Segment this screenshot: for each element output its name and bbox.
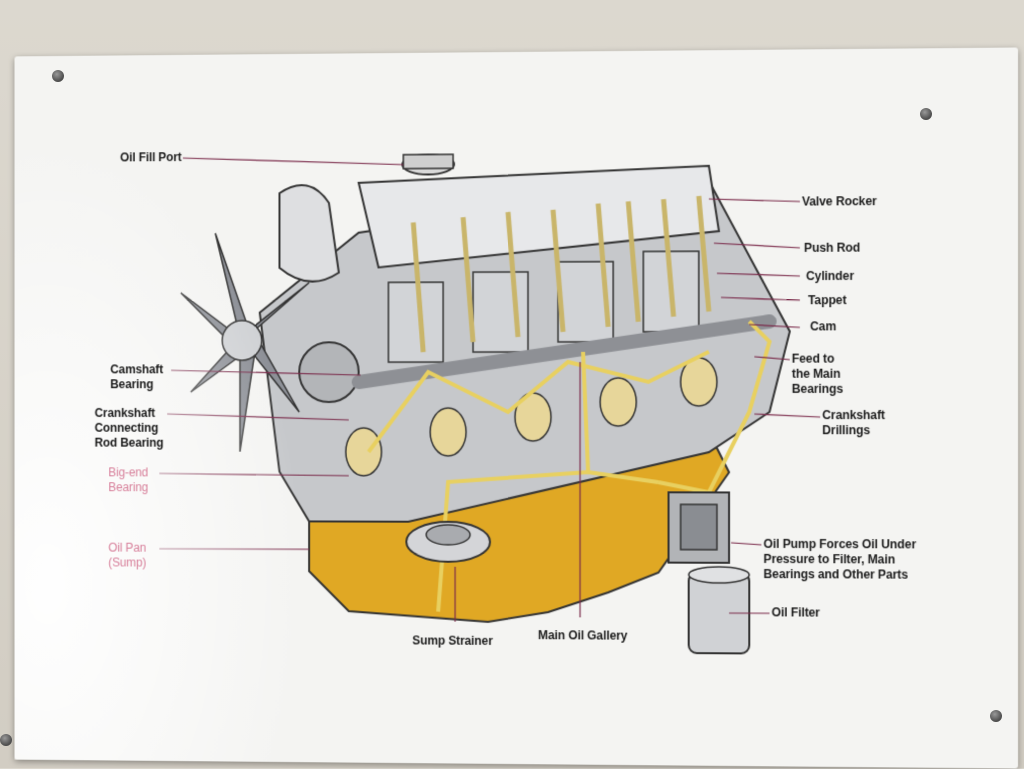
mounting-screw [0,734,12,746]
air-intake [279,185,338,282]
engine-lubrication-poster: Oil Fill Port Valve Rocker Push Rod Cyli… [15,47,1019,768]
label-big-end-bearing: Big-end Bearing [108,465,148,495]
label-oil-pump: Oil Pump Forces Oil Under Pressure to Fi… [763,537,916,583]
label-main-oil-gallery: Main Oil Gallery [538,628,627,644]
oil-pump [669,492,730,563]
label-camshaft-bearing: Camshaft Bearing [110,362,163,392]
mounting-screw [990,710,1002,722]
label-crankshaft-connecting-rod-bearing: Crankshaft Connecting Rod Bearing [95,406,164,451]
label-cam: Cam [810,319,836,334]
label-oil-pan: Oil Pan (Sump) [108,541,146,571]
mounting-screw [920,108,932,120]
oil-filter [689,567,750,654]
label-feed-main-bearings: Feed to the Main Bearings [792,352,843,397]
label-oil-fill-port: Oil Fill Port [120,150,182,165]
label-crankshaft-drillings: Crankshaft Drillings [822,408,885,438]
mounting-screw [52,70,64,82]
label-push-rod: Push Rod [804,241,860,256]
label-cylinder: Cylinder [806,269,854,284]
label-tappet: Tappet [808,293,846,308]
label-oil-filter: Oil Filter [772,605,820,620]
label-valve-rocker: Valve Rocker [802,194,877,210]
label-sump-strainer: Sump Strainer [412,633,492,648]
sump-strainer [406,522,490,562]
front-pulley [299,342,358,402]
